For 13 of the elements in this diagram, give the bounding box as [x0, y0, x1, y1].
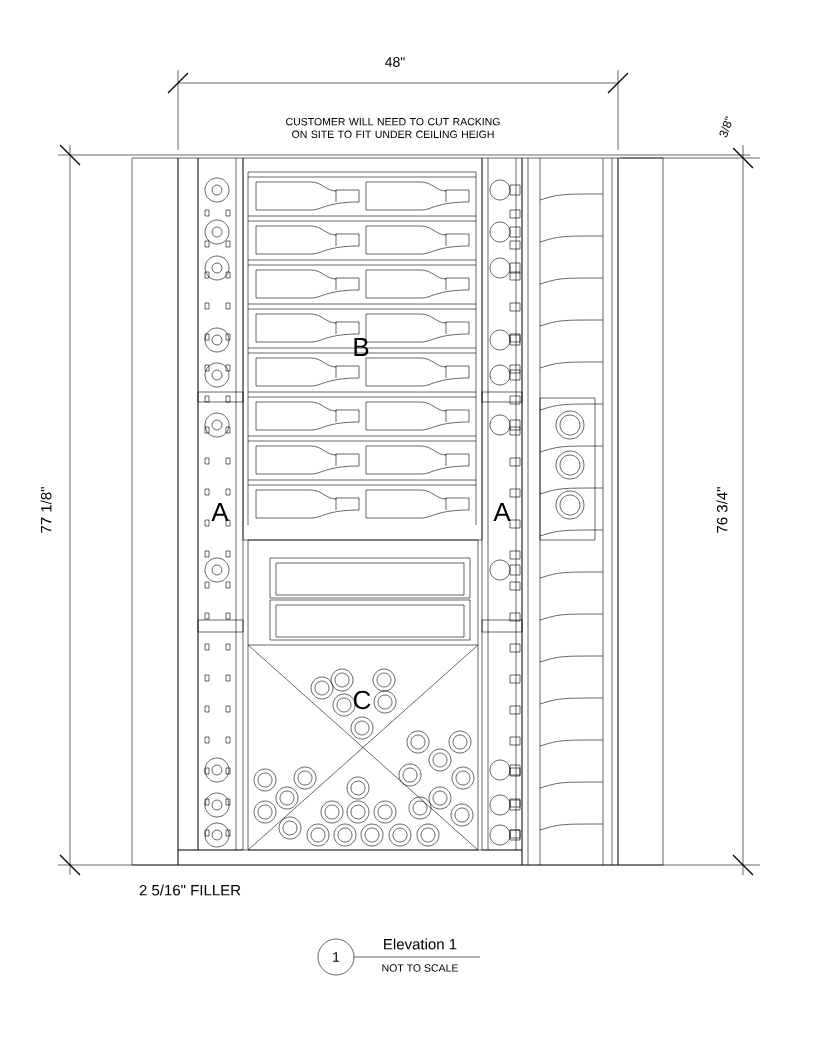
section-letter: A: [211, 503, 229, 521]
section-letter: A: [493, 503, 511, 521]
view-title: Elevation 1: [384, 938, 457, 950]
dimension-label: 3/8": [719, 116, 732, 138]
note-text: CUSTOMER WILL NEED TO CUT RACKING ON SITE TO FIT UNDER CEILING HEIGH: [286, 118, 500, 139]
dimension-label: 76 3/4": [716, 487, 728, 533]
scale-note: NOT TO SCALE: [382, 964, 458, 972]
callout-number: 1: [317, 938, 355, 976]
dimension-label: 77 1/8": [40, 487, 52, 533]
filler-label: 2 5/16" FILLER: [139, 884, 241, 896]
dimension-label: 48": [385, 57, 405, 67]
section-letter: C: [353, 690, 371, 710]
section-letter: B: [354, 338, 369, 356]
